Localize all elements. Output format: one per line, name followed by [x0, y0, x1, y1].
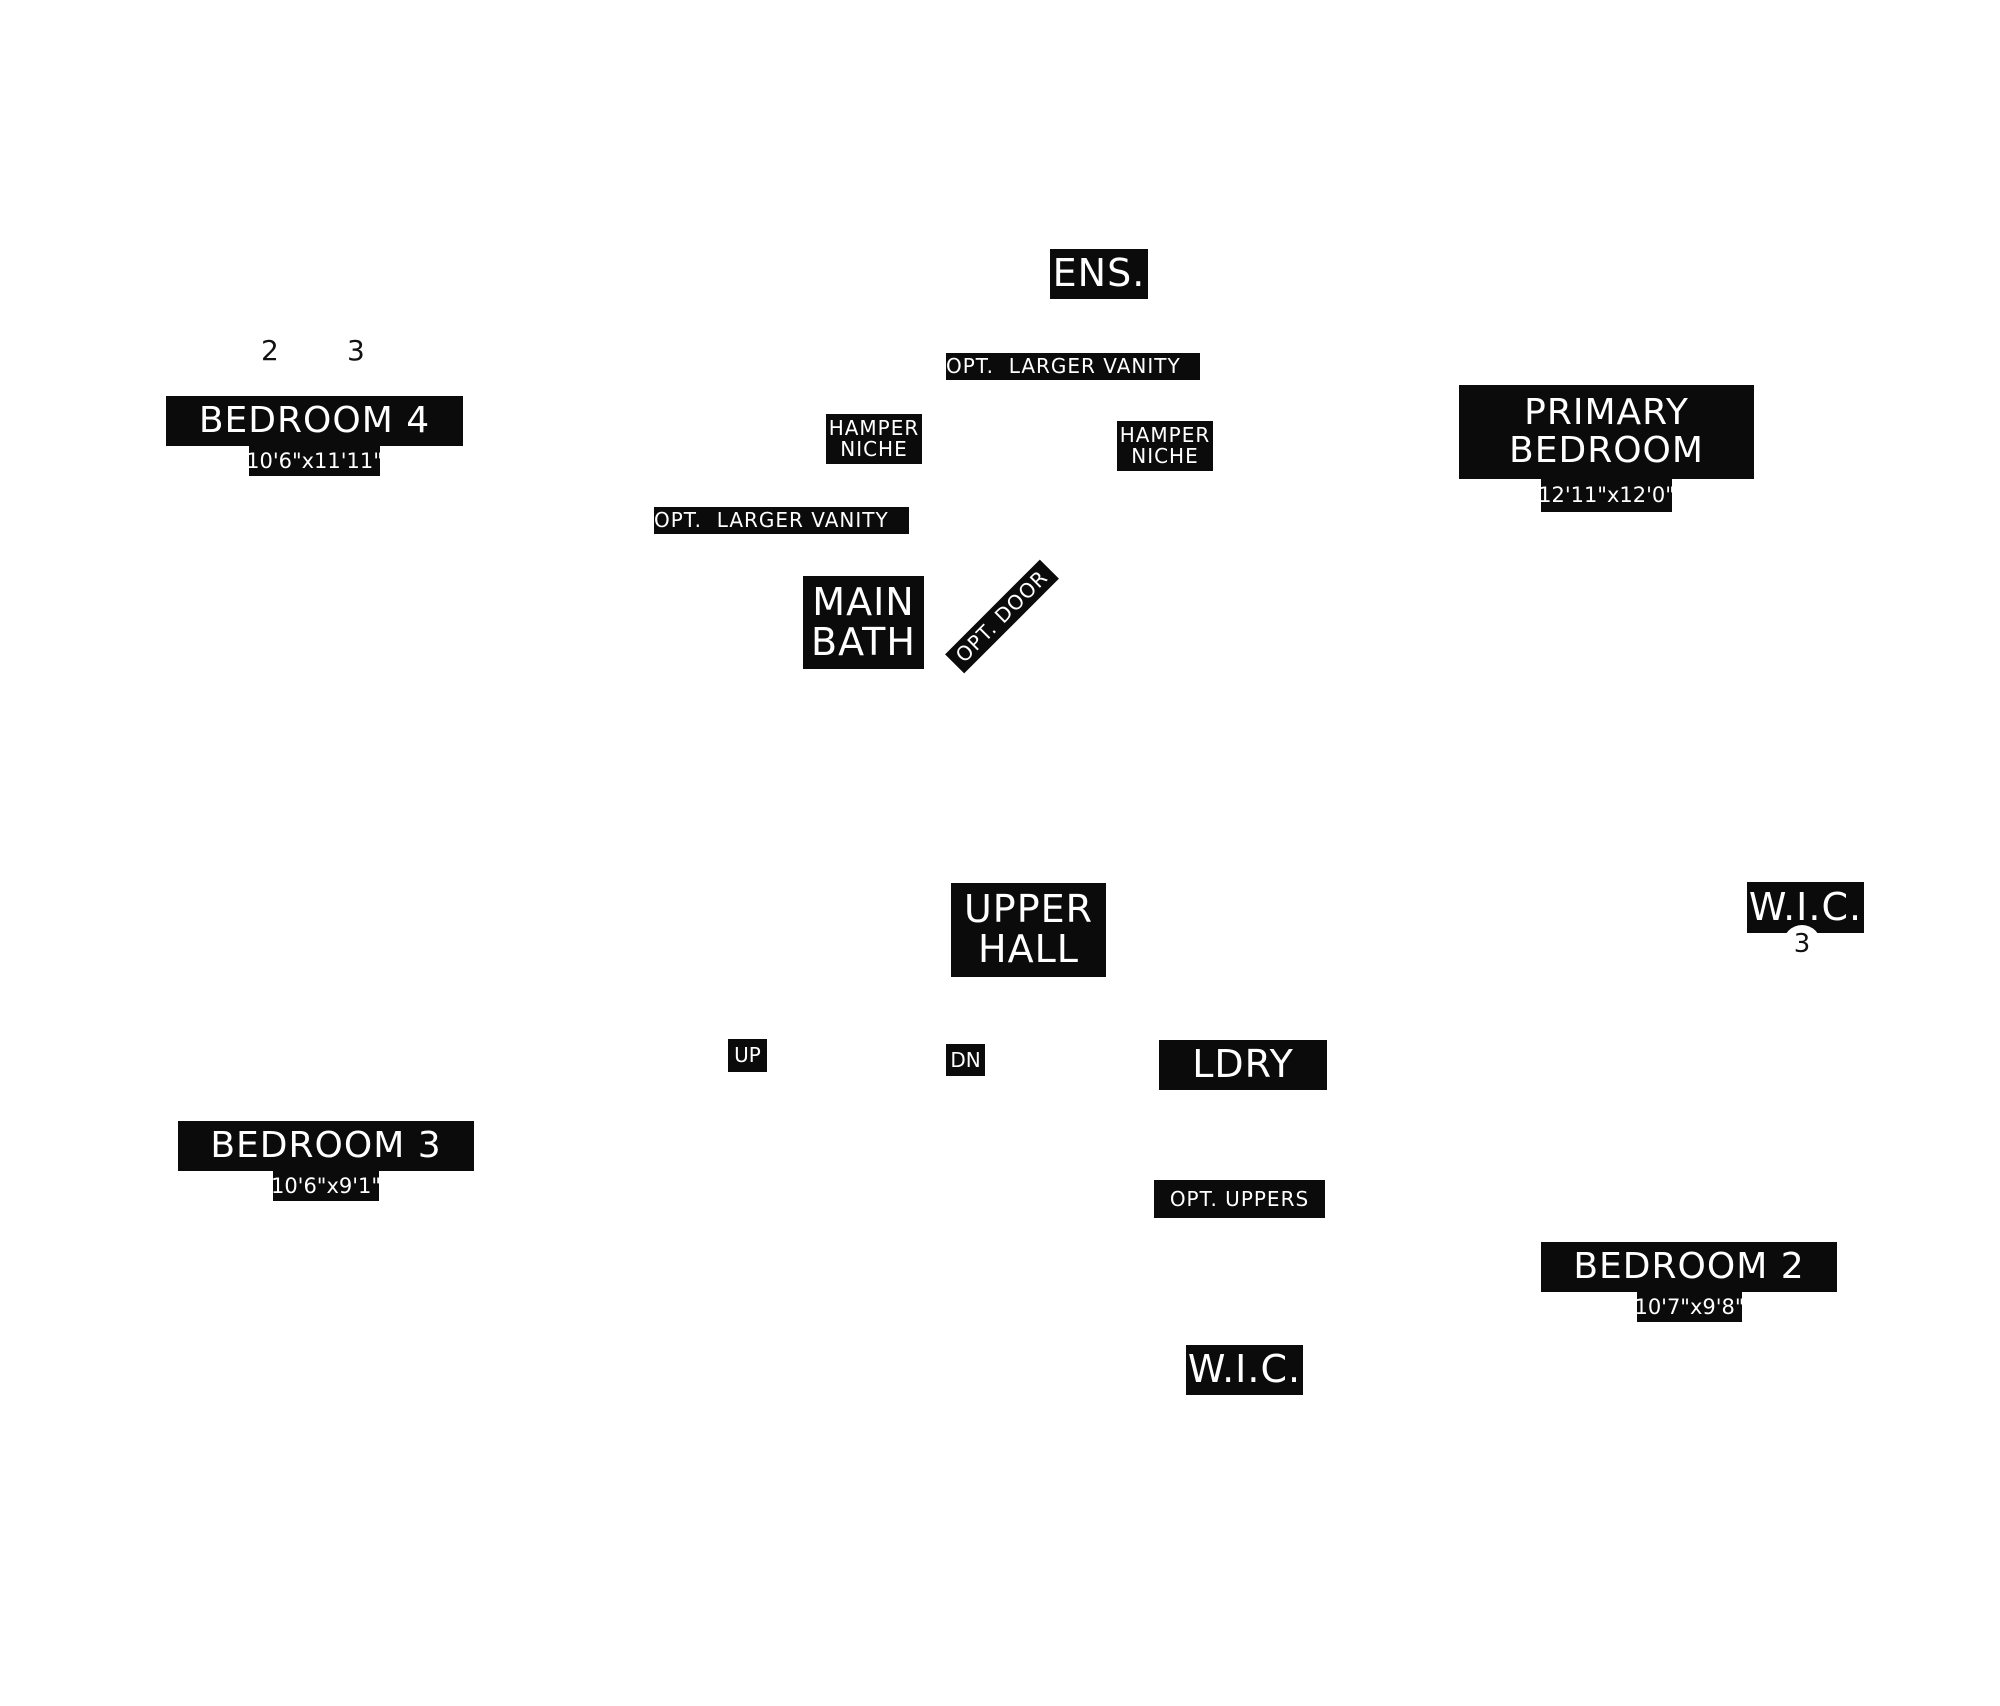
opt-larger-vanity-left: OPT. LARGER VANITY — [654, 507, 909, 534]
bedroom2-name: BEDROOM 2 — [1573, 1246, 1805, 1288]
upper-hall-label: UPPER HALL — [951, 883, 1106, 977]
opt-larger-vanity-top: OPT. LARGER VANITY — [946, 353, 1200, 380]
main-bath-label: MAIN BATH — [803, 576, 924, 669]
bedroom3-size: 10'6"x9'1" — [270, 1171, 382, 1201]
marker-3-top: 3 — [347, 334, 365, 367]
hamper-niche-right: HAMPER NICHE — [1117, 421, 1213, 471]
bedroom4-size: 10'6"x11'11" — [246, 446, 383, 476]
marker-3-right-text: 3 — [1793, 929, 1811, 959]
wic-right-label: W.I.C. — [1747, 882, 1864, 933]
hamper-niche-right-text: HAMPER NICHE — [1119, 423, 1211, 468]
stair-down-label: DN — [946, 1044, 985, 1076]
bedroom2-size: 10'7"x9'8" — [1634, 1292, 1745, 1322]
laundry-text: LDRY — [1192, 1042, 1294, 1087]
main-bath-text: MAIN BATH — [811, 579, 916, 664]
opt-larger-vanity-top-text: OPT. LARGER VANITY — [946, 354, 1181, 378]
laundry-label: LDRY — [1159, 1040, 1327, 1090]
ensuite-text: ENS. — [1052, 251, 1146, 296]
marker-2: 2 — [261, 334, 279, 367]
wic-bottom-text: W.I.C. — [1187, 1347, 1302, 1392]
primary-bedroom-size: 12'11"x12'0" — [1538, 479, 1675, 512]
opt-uppers-text: OPT. UPPERS — [1169, 1186, 1310, 1211]
wic-right-text: W.I.C. — [1748, 884, 1863, 929]
hamper-niche-left-text: HAMPER NICHE — [828, 416, 920, 461]
stair-up-text: UP — [734, 1043, 761, 1067]
marker-3-right: 3 — [1783, 925, 1821, 963]
wic-bottom-label: W.I.C. — [1186, 1345, 1303, 1395]
primary-bedroom-name: PRIMARY BEDROOM — [1509, 392, 1704, 471]
bedroom3-label: BEDROOM 3 — [178, 1121, 474, 1171]
bedroom4-size-text: 10'6"x11'11" — [246, 448, 383, 473]
bedroom4-name: BEDROOM 4 — [198, 400, 431, 442]
primary-bedroom-size-text: 12'11"x12'0" — [1538, 483, 1675, 508]
opt-door-label: OPT. DOOR — [945, 559, 1059, 674]
bedroom2-size-text: 10'7"x9'8" — [1634, 1294, 1745, 1319]
opt-uppers-label: OPT. UPPERS — [1154, 1180, 1325, 1218]
opt-larger-vanity-left-text: OPT. LARGER VANITY — [654, 508, 889, 532]
opt-door-text: OPT. DOOR — [950, 565, 1053, 668]
ensuite-label: ENS. — [1050, 249, 1148, 299]
hamper-niche-left: HAMPER NICHE — [826, 414, 922, 464]
bedroom4-label: BEDROOM 4 — [166, 396, 463, 446]
primary-bedroom-label: PRIMARY BEDROOM — [1459, 385, 1754, 479]
bedroom3-name: BEDROOM 3 — [210, 1125, 442, 1167]
bedroom3-size-text: 10'6"x9'1" — [270, 1173, 382, 1198]
stair-down-text: DN — [950, 1047, 981, 1072]
upper-hall-text: UPPER HALL — [963, 887, 1094, 971]
stair-up-label: UP — [728, 1039, 767, 1072]
bedroom2-label: BEDROOM 2 — [1541, 1242, 1837, 1292]
